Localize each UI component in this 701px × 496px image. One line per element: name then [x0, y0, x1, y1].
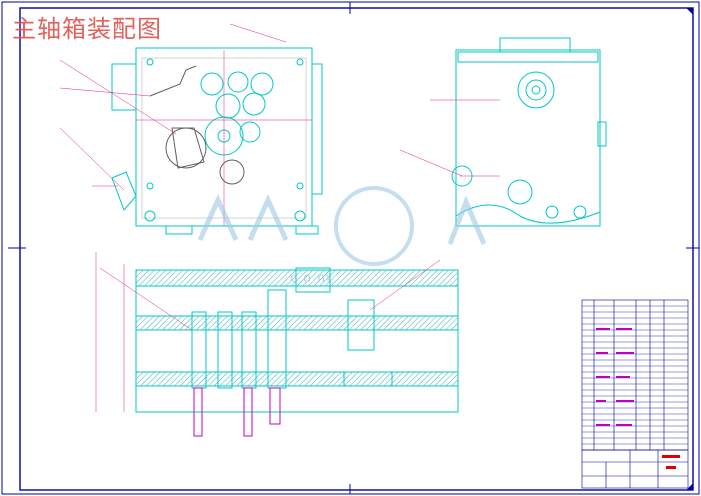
gear-circle — [219, 159, 245, 185]
watermark-url: com — [290, 271, 336, 286]
title-block-marks — [662, 455, 680, 469]
leader-lines — [59, 23, 500, 412]
gear-circle — [242, 92, 266, 116]
orientation-mark-icon — [685, 7, 694, 16]
gear-circle — [200, 72, 224, 96]
front-view — [111, 47, 323, 235]
parts-list-entries — [596, 328, 634, 426]
watermark-logo — [197, 186, 487, 266]
parts-list-rows — [582, 305, 688, 445]
section-view — [135, 267, 459, 437]
parts-list-table — [581, 299, 689, 451]
drawing-title: 主轴箱装配图 — [12, 15, 162, 43]
spindle-circle — [517, 71, 555, 109]
gear-circle — [239, 121, 261, 143]
gear-circle — [215, 93, 241, 119]
gear-circle — [250, 72, 274, 96]
side-view — [451, 37, 607, 227]
title-block — [581, 449, 689, 489]
gear-circle — [227, 71, 249, 93]
